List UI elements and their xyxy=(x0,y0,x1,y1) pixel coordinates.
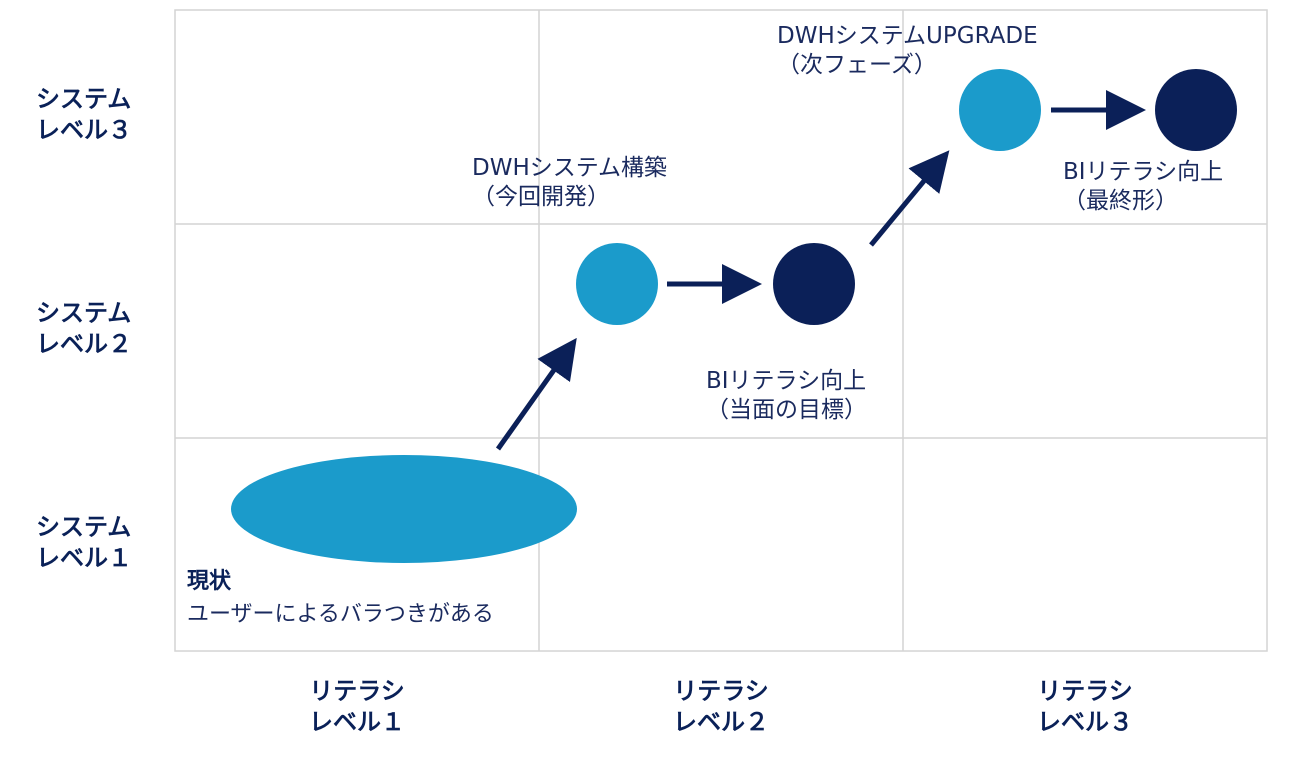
y-axis-label-level-1: システム レベル１ xyxy=(36,513,132,572)
x-axis-label-level-3: リテラシ レベル３ xyxy=(1037,677,1133,736)
y-axis-label-level-2: システム レベル２ xyxy=(36,299,132,358)
dwh-build-label: DWHシステム構築 （今回開発） xyxy=(472,155,668,211)
bi-current-goal-label: BIリテラシ向上 （当面の目標） xyxy=(706,368,867,424)
bi-final-circle xyxy=(1155,69,1237,151)
current-state-ellipse xyxy=(231,455,577,563)
bi-final-label: BIリテラシ向上 （最終形） xyxy=(1063,159,1224,215)
dwh-upgrade-label: DWHシステムUPGRADE （次フェーズ） xyxy=(777,23,1038,79)
x-axis-label-level-2: リテラシ レベル２ xyxy=(673,677,769,736)
current-state-title: 現状 xyxy=(187,569,232,594)
current-state-description: ユーザーによるバラつきがある xyxy=(187,602,494,627)
dwh-upgrade-circle xyxy=(959,69,1041,151)
x-axis-label-level-1: リテラシ レベル１ xyxy=(309,677,405,736)
arrow-current-to-dwh-build xyxy=(495,337,577,451)
dwh-build-circle xyxy=(576,243,658,325)
arrow-bi-goal-to-dwh-upgrade xyxy=(869,150,950,247)
bi-current-goal-circle xyxy=(773,243,855,325)
grid-frame xyxy=(174,9,1268,652)
y-axis-label-level-3: システム レベル３ xyxy=(36,85,132,144)
